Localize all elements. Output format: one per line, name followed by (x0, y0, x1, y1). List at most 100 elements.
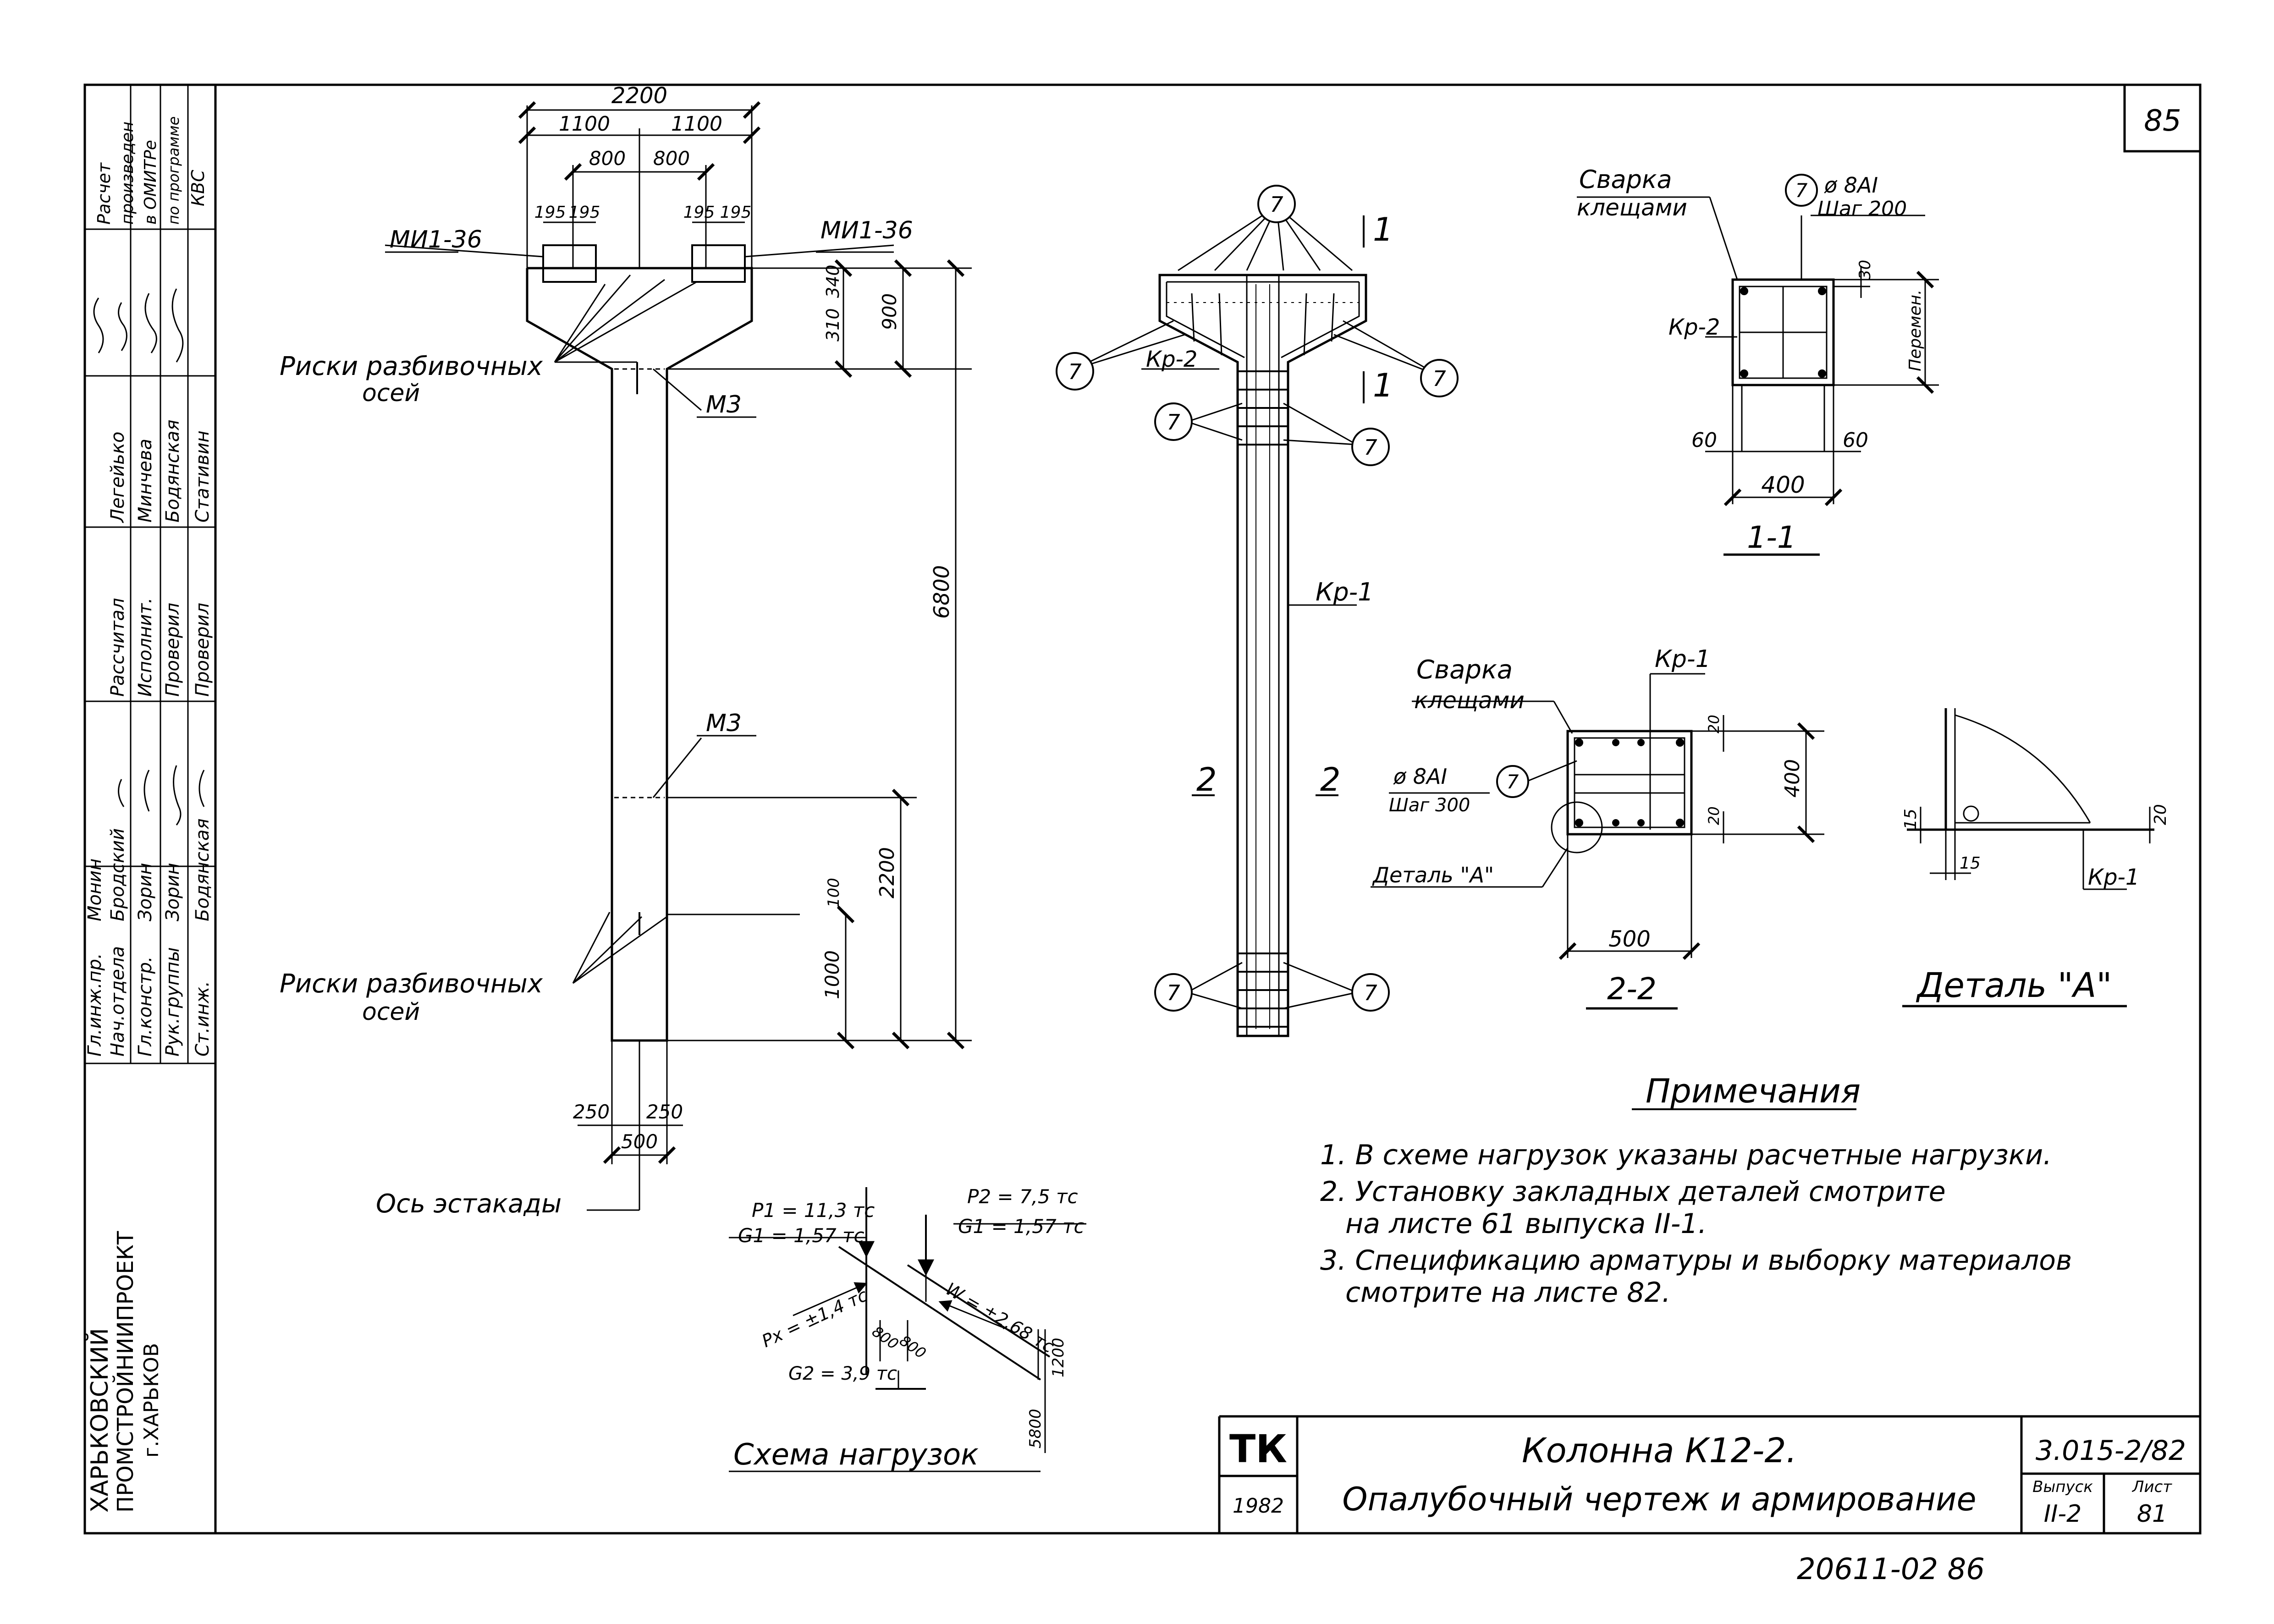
load-g2: G2 = 3,9 тс (788, 1363, 897, 1384)
dim-5800: 5800 (1026, 1409, 1045, 1448)
dim-800-b: 800 (896, 1332, 929, 1362)
callout-7: 7 (1795, 179, 1808, 202)
dim-15: 15 (1960, 854, 1981, 873)
stamp-names-top: Монин Бродский Зорин Зорин Бодянская (84, 818, 213, 921)
stamp-roles-top: Гл.инж.пр. Нач.отдела Гл.констр. Рук.гру… (84, 946, 213, 1057)
weld-label: клещами (1414, 687, 1525, 714)
dim-900: 900 (878, 293, 901, 330)
dim-310: 310 (823, 308, 843, 341)
dim-400: 400 (1781, 759, 1804, 798)
stamp-note-line: в ОМИТРе (141, 140, 160, 225)
notes: Примечания 1. В схеме нагрузок указаны р… (1320, 1072, 2072, 1309)
label-riski-bottom-2: осей (362, 998, 420, 1026)
dim-195: 195 (569, 203, 600, 222)
detail-a-reference: Деталь "А" (1372, 863, 1494, 887)
load-labels: P1 = 11,3 тс G1 = 1,57 тс P2 = 7,5 тс G1… (733, 1185, 1085, 1472)
callout-7: 7 (1507, 771, 1519, 793)
dim-100: 100 (825, 878, 843, 908)
section-mark-1-top: 1 (1373, 211, 1393, 248)
stamp-name: Легейько (107, 431, 128, 523)
dim-195: 195 (683, 203, 715, 222)
section-2-2-caption: 2-2 (1607, 971, 1657, 1007)
section-1-1 (1577, 196, 1939, 556)
stamp-org-line2: ПРОМСТРОЙНИИПРОЕКТ (112, 1231, 138, 1513)
dim-250-right: 250 (646, 1101, 683, 1123)
dim-1200: 1200 (1049, 1338, 1068, 1377)
stamp-calc-note: Расчет произведен в ОМИТРе по программе … (94, 116, 208, 225)
section-2-2 (1371, 673, 1824, 1010)
section-mark-2-right: 2 (1320, 761, 1341, 798)
callout-7: 7 (1270, 192, 1283, 217)
bar-diameter: ø 8АI (1393, 764, 1447, 789)
label-kr1: Кр-1 (1316, 578, 1373, 606)
stamp-org-line3: г.ХАРЬКОВ (140, 1343, 163, 1458)
stamp-signatures (93, 288, 205, 826)
note-line: 3. Спецификацию арматуры и выборку матер… (1320, 1244, 2072, 1277)
load-w: W = ±2,68 тс (942, 1279, 1058, 1357)
cage-callouts (1056, 185, 1459, 1012)
dim-variable: Перемен. (1906, 289, 1925, 371)
detail-a-labels: 15 15 20 Кр-1 Деталь "А" (1901, 804, 2170, 1005)
dim-6800: 6800 (929, 565, 954, 619)
stamp-name: Стативин (192, 430, 213, 523)
detail-a-caption: Деталь "А" (1916, 966, 2112, 1005)
dim-500: 500 (621, 1130, 658, 1153)
section-2-2-labels: Сварка клещами Кр-1 ø 8АI Шаг 300 7 20 2… (1372, 645, 1804, 1007)
stamp-role: Проверил (192, 603, 213, 697)
dim-60-left: 60 (1691, 429, 1717, 452)
load-g1-right: G1 = 1,57 тс (958, 1215, 1085, 1238)
section-1-1-bars (1740, 287, 1826, 378)
dim-800-left: 800 (589, 147, 626, 170)
section-1-1-caption: 1-1 (1747, 520, 1796, 555)
callout-7: 7 (1167, 410, 1180, 435)
callout-7: 7 (1364, 980, 1377, 1005)
stamp-role: Проверил (162, 603, 183, 697)
note-line: смотрите на листе 82. (1345, 1277, 1671, 1309)
label-kr1: Кр-1 (1655, 645, 1711, 673)
callout-7: 7 (1167, 980, 1180, 1005)
label-riski-top-1: Риски разбивочных (280, 352, 543, 381)
stamp-role: Рассчитал (107, 598, 128, 697)
section-2-2-bars (1575, 738, 1684, 827)
side-stamp (85, 85, 215, 1064)
label-kr1: Кр-1 (2088, 864, 2139, 890)
load-p1: P1 = 11,3 тс (752, 1199, 875, 1222)
load-px: Px = ±1,4 тс (759, 1285, 870, 1351)
label-riski-top-2: осей (362, 380, 420, 407)
callout-7: 7 (1364, 435, 1377, 460)
stamp-roles-mid: Рассчитал Исполнит. Проверил Проверил (107, 598, 213, 697)
dim-2200: 2200 (611, 83, 667, 109)
callout-7: 7 (1432, 366, 1446, 391)
column-elevation (385, 101, 972, 1211)
dim-340: 340 (823, 264, 843, 298)
load-scheme-caption: Схема нагрузок (733, 1438, 979, 1472)
label-m3-top: М3 (706, 391, 742, 418)
bar-diameter: ø 8АI (1824, 173, 1878, 198)
dim-15: 15 (1901, 809, 1920, 830)
dim-20-top: 20 (1705, 715, 1723, 733)
stamp-name: Бодянская (162, 419, 183, 523)
bar-spacing: Шаг 200 (1817, 197, 1907, 220)
dim-500: 500 (1608, 926, 1651, 952)
title-line2: Опалубочный чертеж и армирование (1342, 1481, 1976, 1518)
stamp-name: Бодянская (192, 818, 213, 921)
load-g1-left: G1 = 1,57 тс (738, 1224, 864, 1247)
dim-1000: 1000 (821, 950, 843, 999)
title-code: 3.015-2/82 (2036, 1435, 2186, 1467)
dim-30: 30 (1856, 260, 1874, 280)
title-sheet-label: Лист (2131, 1478, 2172, 1496)
section-1-1-labels: Сварка клещами 7 ø 8АI Шаг 200 Кр-2 30 П… (1577, 165, 1925, 555)
dim-800-right: 800 (653, 147, 690, 170)
dim-400: 400 (1761, 472, 1805, 498)
title-year: 1982 (1233, 1494, 1284, 1518)
label-axis: Ось эстакады (376, 1189, 562, 1219)
dim-800-a: 800 (869, 1322, 902, 1353)
stamp-names-mid: Легейько Минчева Бодянская Стативин (107, 419, 213, 523)
stamp-note-line: по программе (165, 116, 182, 225)
stamp-role: Гл.констр. (135, 956, 156, 1057)
dim-2200-low: 2200 (875, 847, 899, 898)
dim-250-left: 250 (573, 1101, 610, 1123)
detail-a (1902, 708, 2154, 1007)
stamp-name: Зорин (135, 863, 156, 921)
cage-labels: 7 7 7 7 7 7 7 Кр-2 Кр-1 1 1 2 2 (1068, 192, 1446, 1005)
